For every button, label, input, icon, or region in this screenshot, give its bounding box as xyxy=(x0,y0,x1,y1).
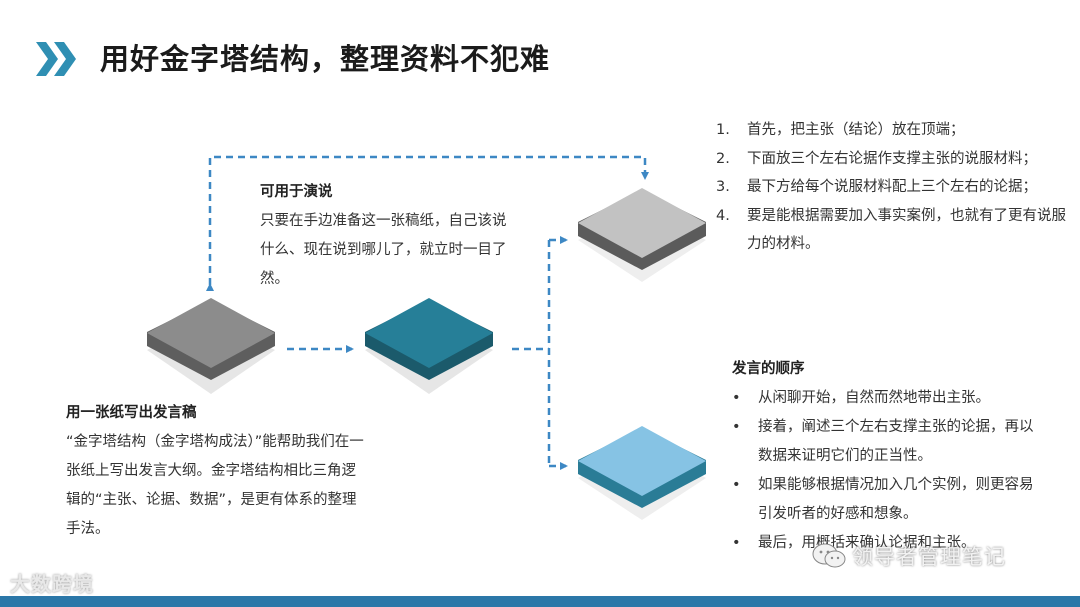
step-item: 3.最下方给每个说服材料配上三个左右的论据； xyxy=(716,179,1037,195)
wechat-icon xyxy=(812,543,846,568)
order-item: 从闲聊开始，自然而然地带出主张。 xyxy=(732,384,1042,413)
step-item: 2.下面放三个左右论据作支撑主张的说服材料； xyxy=(716,150,1037,167)
usage-heading: 可用于演说 xyxy=(260,184,333,200)
watermark-left: 大数跨境 xyxy=(10,572,94,596)
write-heading: 用一张纸写出发言稿 xyxy=(66,405,197,421)
write-body: “金字塔结构（金字塔构成法）”能帮助我们在一张纸上写出发言大纲。金字塔结构相比三… xyxy=(66,434,364,537)
wechat-watermark: 领导者管理笔记 xyxy=(812,541,1006,571)
order-item: 最后，用概括来确认论据和主张。 xyxy=(732,529,1042,558)
block-gray xyxy=(147,298,275,394)
step-item: 1.首先，把主张（结论）放在顶端； xyxy=(716,122,965,138)
order-item: 接着，阐述三个左右支撑主张的论据，再以数据来证明它们的正当性。 xyxy=(732,413,1042,471)
write-note: 用一张纸写出发言稿 “金字塔结构（金字塔构成法）”能帮助我们在一张纸上写出发言大… xyxy=(66,399,366,544)
usage-note: 可用于演说 只要在手边准备这一张稿纸，自己该说什么、现在说到哪儿了，就立时一目了… xyxy=(260,178,510,294)
order-heading: 发言的顺序 xyxy=(732,361,805,377)
step-item: 4.要是能根据需要加入事实案例，也就有了更有说服力的材料。 xyxy=(716,207,1066,253)
block-light-blue xyxy=(578,426,706,520)
arrow-top-loop xyxy=(206,155,649,291)
block-teal xyxy=(365,298,493,394)
watermark-right: 领导者管理笔记 xyxy=(852,545,1006,569)
block-light-gray xyxy=(578,188,706,282)
double-chevron-icon xyxy=(36,42,76,76)
usage-body: 只要在手边准备这一张稿纸，自己该说什么、现在说到哪儿了，就立时一目了然。 xyxy=(260,213,507,287)
page-title: 用好金字塔结构，整理资料不犯难 xyxy=(100,42,551,76)
order-note: 发言的顺序 从闲聊开始，自然而然地带出主张。 接着，阐述三个左右支撑主张的论据，… xyxy=(732,355,1042,558)
steps-list: 1.首先，把主张（结论）放在顶端； 2.下面放三个左右论据作支撑主张的说服材料；… xyxy=(716,116,1066,259)
bottom-bar xyxy=(0,596,1080,607)
order-item: 如果能够根据情况加入几个实例，则更容易引发听者的好感和想象。 xyxy=(732,471,1042,529)
